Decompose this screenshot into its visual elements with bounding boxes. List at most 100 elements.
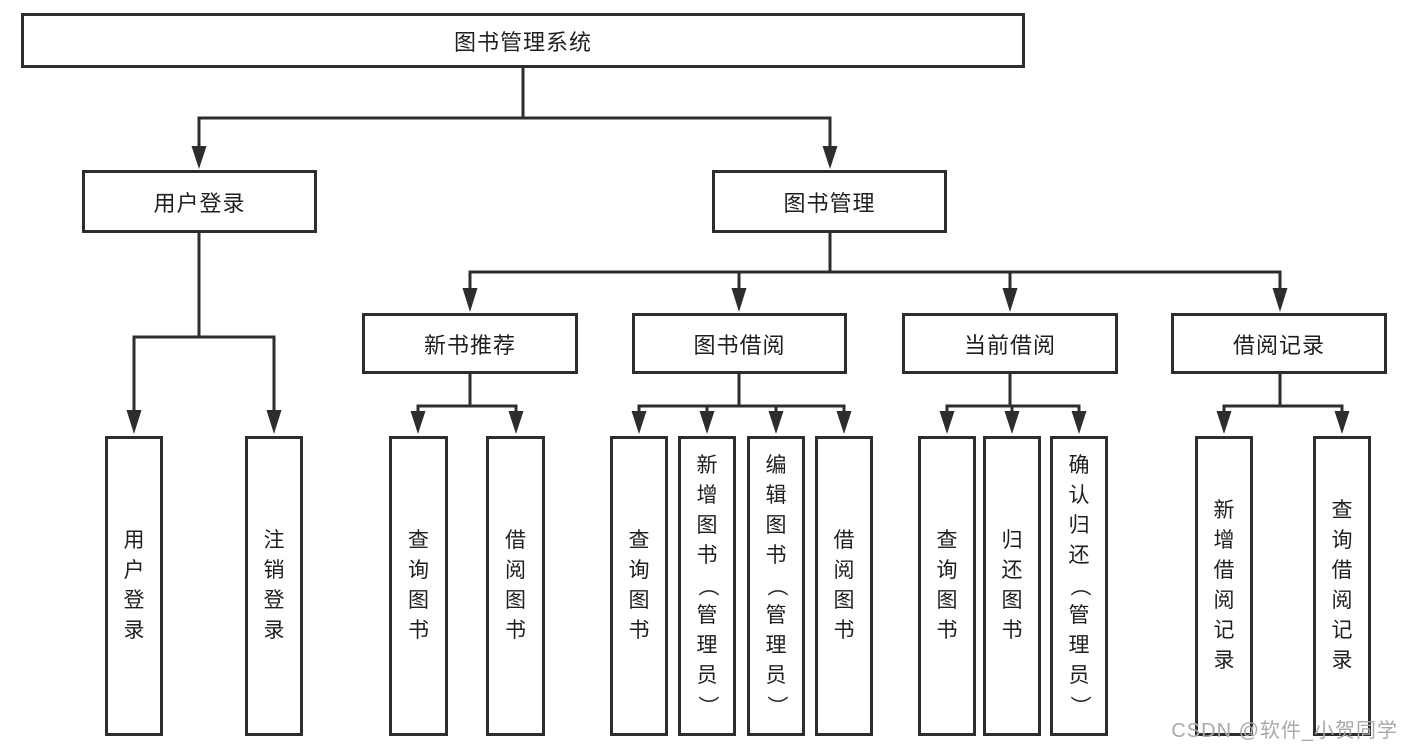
- connector-borrowrecords-to-children: [1222, 374, 1344, 413]
- node-add-borrow-record: 新增借阅记录: [1195, 436, 1253, 736]
- connector-bookmgmt-to-level2: [468, 233, 1282, 291]
- node-label-char: 阅: [833, 559, 855, 582]
- node-label-char: 询: [1331, 529, 1353, 552]
- node-label-char: 新: [696, 454, 718, 477]
- node-label-char: 记: [1213, 619, 1235, 642]
- node-label-char: 管: [696, 604, 718, 627]
- node-label-char: 归: [1068, 514, 1090, 537]
- node-label-char: 还: [1001, 559, 1023, 582]
- node-label-char: 借: [833, 529, 855, 552]
- node-label: 图书管理系统: [453, 29, 592, 55]
- node-label-char: 认: [1068, 484, 1090, 507]
- connector-bookborrow-to-children: [637, 374, 846, 413]
- connector-root-to-level1: [197, 68, 832, 148]
- node-label: 图书管理: [783, 190, 876, 216]
- node-label: 图书借阅: [693, 332, 786, 358]
- node-label-char: 销: [263, 559, 285, 582]
- node-label-char: 录: [1331, 649, 1353, 672]
- node-label-char: 图: [833, 589, 855, 612]
- node-label-char: 阅: [1213, 589, 1235, 612]
- node-query-books-current: 查询图书: [918, 436, 976, 736]
- node-label-char: 理: [1068, 634, 1090, 657]
- node-label-char: 增: [1213, 529, 1235, 552]
- node-query-books-borrowing: 查询图书: [610, 436, 668, 736]
- node-label-char: 确: [1068, 454, 1090, 477]
- node-label-char: 录: [263, 619, 285, 642]
- node-label-char: 查: [408, 529, 429, 552]
- node-label-char: 图: [408, 589, 429, 612]
- node-label-char: 查: [628, 529, 650, 552]
- node-label-char: 书: [696, 544, 718, 567]
- node-label-char: ）: [1068, 695, 1091, 717]
- connector-userlogin-to-children: [132, 233, 276, 412]
- node-label-char: 查: [1331, 499, 1353, 522]
- node-return-books: 归还图书: [983, 436, 1041, 736]
- node-book-management-module: 图书管理: [712, 170, 947, 233]
- node-label-char: 图: [696, 514, 718, 537]
- node-label-char: 图: [765, 514, 787, 537]
- node-label-char: 借: [1213, 559, 1235, 582]
- node-label-char: 编: [765, 454, 787, 477]
- node-label-char: 员: [765, 664, 787, 687]
- node-label-char: 图: [936, 589, 958, 612]
- node-label-char: 借: [1331, 559, 1353, 582]
- node-label-char: 记: [1331, 619, 1353, 642]
- node-label-char: 书: [408, 619, 429, 642]
- node-label-char: 图: [1001, 589, 1023, 612]
- arrowheads: [126, 146, 1350, 434]
- node-label-char: 书: [628, 619, 650, 642]
- node-label-char: 查: [936, 529, 958, 552]
- node-current-borrowing: 当前借阅: [902, 313, 1118, 374]
- connector-newbooks-to-children: [416, 374, 518, 413]
- node-user-login-module: 用户登录: [82, 170, 317, 233]
- node-label-char: 阅: [505, 559, 526, 582]
- node-borrow-books-recommend: 借阅图书: [486, 436, 545, 736]
- node-label-char: 询: [936, 559, 958, 582]
- node-label-char: 用: [123, 529, 145, 552]
- node-label-char: 还: [1068, 544, 1090, 567]
- node-label-char: 询: [408, 559, 429, 582]
- node-confirm-return-admin: 确认归还（管理员）: [1050, 436, 1108, 736]
- node-label-char: 员: [696, 664, 718, 687]
- node-label-char: （: [765, 575, 788, 597]
- node-label-char: 新: [1213, 499, 1235, 522]
- node-label-char: 书: [936, 619, 958, 642]
- connector-currentborrow-to-children: [945, 374, 1081, 413]
- node-library-management-system: 图书管理系统: [21, 13, 1025, 68]
- node-label-char: 图: [628, 589, 650, 612]
- node-label-char: 登: [263, 589, 285, 612]
- node-borrowing-records: 借阅记录: [1171, 313, 1387, 374]
- node-label: 当前借阅: [963, 332, 1056, 358]
- node-book-borrowing: 图书借阅: [632, 313, 847, 374]
- node-user-login: 用户登录: [105, 436, 163, 736]
- node-label-char: 辑: [765, 484, 787, 507]
- node-label-char: ）: [765, 695, 788, 717]
- node-label-char: ）: [696, 695, 719, 717]
- node-label: 借阅记录: [1232, 332, 1325, 358]
- node-label: 新书推荐: [423, 332, 516, 358]
- node-label-char: （: [1068, 575, 1091, 597]
- node-borrow-books-borrowing: 借阅图书: [815, 436, 873, 736]
- node-label-char: 管: [765, 604, 787, 627]
- node-label: 用户登录: [153, 190, 246, 216]
- node-label-char: 归: [1001, 529, 1023, 552]
- node-label-char: 询: [628, 559, 650, 582]
- node-query-borrow-record: 查询借阅记录: [1313, 436, 1371, 736]
- node-label-char: 录: [1213, 649, 1235, 672]
- node-new-book-recommend: 新书推荐: [362, 313, 578, 374]
- node-label-char: 书: [1001, 619, 1023, 642]
- node-label-char: 借: [505, 529, 526, 552]
- node-label-char: 注: [263, 529, 285, 552]
- node-query-books-recommend: 查询图书: [389, 436, 448, 736]
- node-label-char: 理: [696, 634, 718, 657]
- node-label-char: 增: [696, 484, 718, 507]
- watermark: CSDN @软件_小贺同学: [1171, 720, 1398, 742]
- node-logout-login: 注销登录: [245, 436, 303, 736]
- node-label-char: 登: [123, 589, 145, 612]
- node-label-char: 户: [123, 559, 145, 582]
- node-label-char: 理: [765, 634, 787, 657]
- node-edit-books-admin: 编辑图书（管理员）: [747, 436, 805, 736]
- node-label-char: 图: [505, 589, 526, 612]
- node-label-char: 书: [505, 619, 526, 642]
